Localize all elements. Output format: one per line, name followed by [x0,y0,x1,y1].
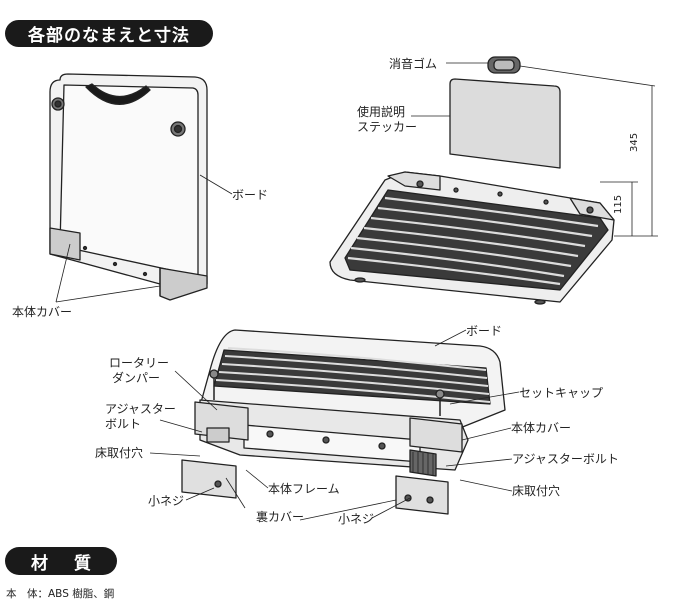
label-screw-right: 小ネジ [338,512,375,526]
sticker-drawing [411,56,658,237]
exploded-drawing [149,329,520,521]
section-title-material: 材質 [5,547,117,575]
label-board-top: ボード [232,188,269,202]
dimension-115: 115 [613,194,624,214]
label-body-frame: 本体フレーム [268,482,340,496]
seat-drawing [329,171,615,305]
label-adjuster-bolt-left-line1: アジャスター [105,402,176,416]
folded-board-drawing [49,73,233,303]
section-title-parts: 各部のなまえと寸法 [5,20,213,47]
label-floor-hole-left: 床取付穴 [95,446,144,460]
label-body-cover-bottom: 本体カバー [511,421,572,435]
label-set-cap: セットキャップ [519,386,604,400]
label-board-bottom: ボード [466,324,503,338]
label-floor-hole-right: 床取付穴 [512,484,561,498]
label-rubber: 消音ゴム [389,57,438,71]
material-spec: 本 体：ABS 樹脂、鋼 [6,588,115,600]
label-sticker-line2: ステッカー [357,120,418,134]
label-adjuster-bolt-left-line2: ボルト [105,417,142,431]
label-sticker-line1: 使用説明 [357,105,406,119]
label-rotary-line1: ロータリー [109,356,170,370]
label-body-cover-top: 本体カバー [12,305,73,319]
label-screw-left: 小ネジ [148,494,185,508]
label-adjuster-bolt-right: アジャスターボルト [512,452,619,466]
dimension-345: 345 [629,132,640,152]
label-rotary-line2: ダンパー [112,371,161,385]
label-back-cover: 裏カバー [256,510,305,524]
